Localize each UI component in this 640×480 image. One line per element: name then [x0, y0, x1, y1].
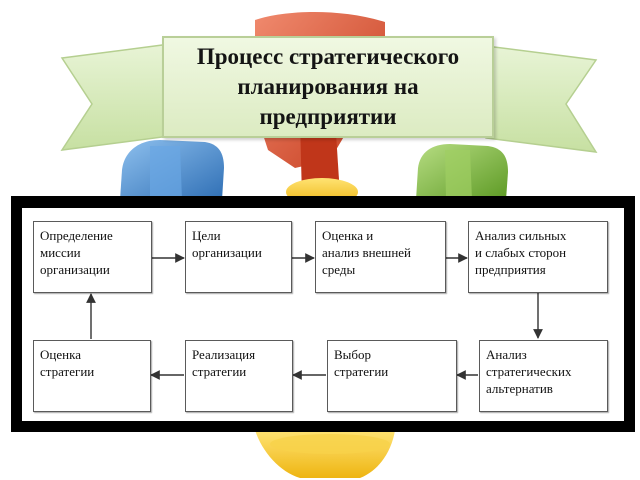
title-panel: Процесс стратегического планирования на …	[162, 36, 494, 138]
step-box-strategic-alternatives: Анализ стратегических альтернатив	[479, 340, 608, 412]
title-ribbon	[60, 43, 598, 153]
step-box-strengths-weaknesses: Анализ сильных и слабых сторон предприят…	[468, 221, 608, 293]
step-box-external-analysis: Оценка и анализ внешней среды	[315, 221, 446, 293]
slide-title: Процесс стратегического планирования на …	[196, 44, 460, 129]
step-box-strategy-choice: Выбор стратегии	[327, 340, 457, 412]
green-puzzle-shape	[416, 144, 508, 200]
step-box-organization-goals: Цели организации	[185, 221, 292, 293]
step-box-strategy-evaluation: Оценка стратегии	[33, 340, 151, 412]
step-box-strategy-implementation: Реализация стратегии	[185, 340, 293, 412]
step-box-define-mission: Определение миссии организации	[33, 221, 152, 293]
blue-puzzle-shape	[120, 140, 224, 200]
